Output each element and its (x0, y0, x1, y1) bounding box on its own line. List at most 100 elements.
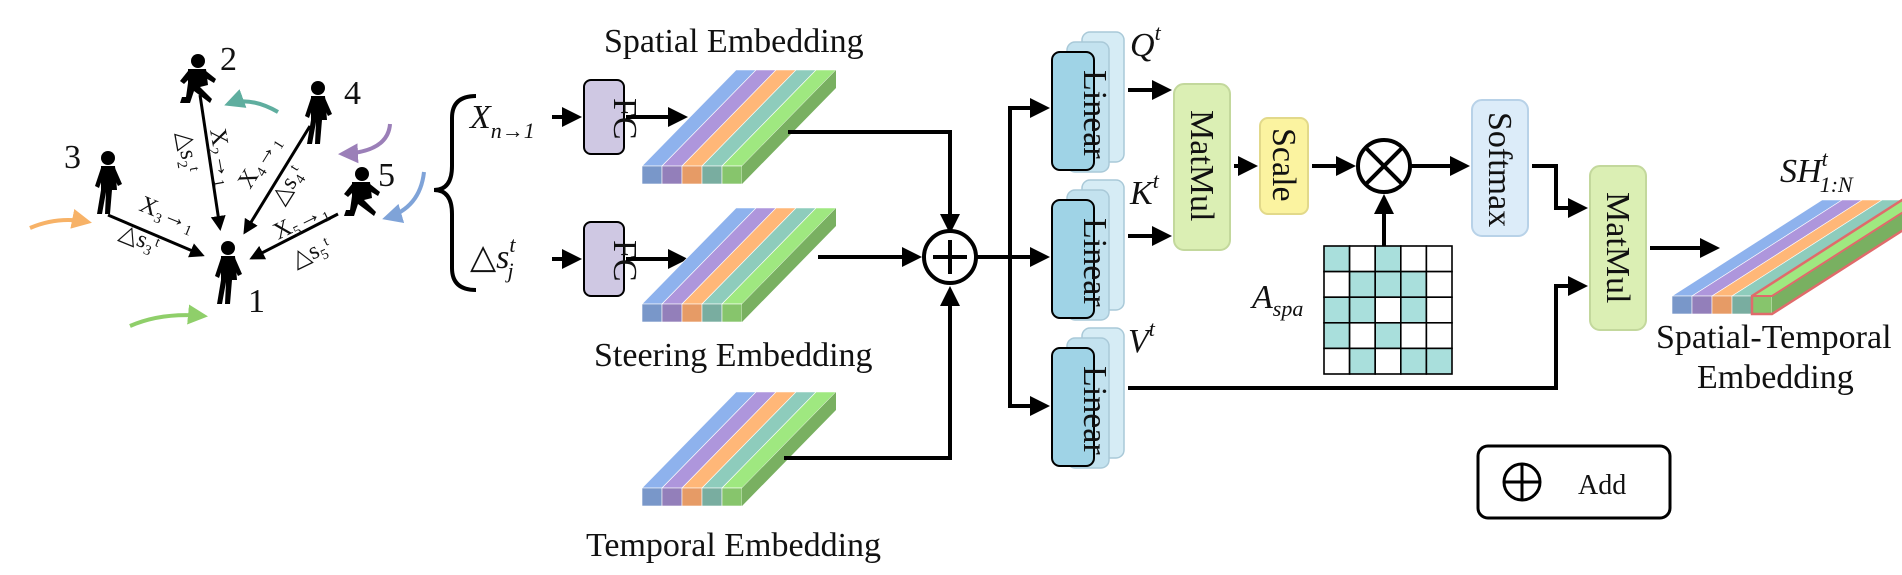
linear-block-q: Linear (1051, 31, 1125, 173)
edge-3-to-1 (107, 213, 205, 258)
tensor-stripe-front (1671, 295, 1693, 315)
tensor-stripe-front (721, 487, 743, 507)
svg-text:Scale: Scale (1265, 128, 1302, 202)
k-label: Kt (1129, 168, 1160, 212)
matrix-cell (1348, 296, 1376, 324)
svg-text:Linear: Linear (1076, 218, 1113, 307)
motion-arrow-5 (382, 171, 426, 224)
edge-5-to-1 (249, 212, 339, 260)
multiply-node (1356, 138, 1412, 194)
edge-4-to-1 (243, 125, 312, 235)
motion-arrow-2 (224, 89, 279, 114)
tensor-stripe-front (701, 165, 723, 185)
matrix-cell (1374, 296, 1402, 324)
tensor-stripe-front (721, 165, 743, 185)
pedestrian-id-2: 2 (220, 41, 237, 78)
linear-block-k: Linear (1051, 179, 1125, 321)
tensor-side-face (1772, 212, 1902, 314)
spatial-embedding-tensor (641, 69, 837, 185)
spatial-temporal-embedding-tensor (1670, 198, 1902, 316)
pedestrian-id-5: 5 (378, 157, 395, 194)
matrix-cell (1348, 270, 1376, 299)
pedestrian-id-3: 3 (64, 139, 81, 176)
tensor-stripe-front (701, 303, 723, 323)
scale-block: Scale (1259, 117, 1309, 215)
tensor-stripe-front (1691, 295, 1713, 315)
tensor-stripe-front (1751, 295, 1773, 315)
matrix-cell (1374, 321, 1402, 350)
add-legend-label: Add (1578, 470, 1626, 501)
svg-text:MatMul: MatMul (1183, 110, 1220, 221)
arrow-temporal-to-add (784, 286, 960, 460)
edge-label-s4: △s₄ᵗ (266, 160, 310, 209)
edge-label-s3: △s₃ᵗ (116, 219, 164, 259)
pedestrian-1-icon (215, 241, 242, 304)
temporal-embedding-label: Temporal Embedding (586, 527, 881, 564)
matrix-cell (1425, 347, 1453, 375)
pedestrian-2-icon (180, 54, 216, 103)
svg-text:Softmax: Softmax (1481, 112, 1518, 227)
matrix-cell (1323, 245, 1351, 273)
matrix-cell (1374, 347, 1402, 375)
input-brace (433, 94, 477, 292)
tensor-stripe-front (1731, 295, 1753, 315)
tensor-stripe-front (661, 487, 683, 507)
matrix-cell (1400, 270, 1428, 299)
branch-q (1008, 98, 1050, 257)
matrix-cell (1425, 270, 1453, 299)
svg-text:Linear: Linear (1076, 70, 1113, 159)
motion-arrow-3 (29, 209, 92, 230)
matrix-cell (1425, 321, 1453, 350)
matrix-cell (1400, 245, 1428, 273)
matrix-cell (1400, 296, 1428, 324)
matmul-block-2: MatMul (1589, 165, 1647, 331)
steering-embedding-tensor (641, 207, 837, 323)
matrix-cell (1323, 321, 1351, 350)
edge-label-s2: △s₂ᵗ (171, 130, 204, 175)
edge-2-to-1 (198, 94, 226, 231)
temporal-embedding-tensor (641, 391, 837, 507)
legend-add: Add (1476, 444, 1672, 520)
branch-v (1008, 257, 1050, 416)
motion-arrow-4 (338, 123, 392, 164)
pedestrian-5-icon (344, 167, 380, 216)
spatial-adjacency-matrix (1323, 245, 1453, 375)
pedestrian-id-4: 4 (344, 75, 361, 112)
matrix-cell (1425, 245, 1453, 273)
motion-arrow-1 (129, 304, 208, 328)
matrix-cell (1374, 270, 1402, 299)
input-x-n: Xn→1 (468, 99, 535, 143)
matrix-cell (1348, 321, 1376, 350)
output-label-line2: Embedding (1697, 359, 1854, 396)
tensor-side-face (742, 392, 836, 506)
tensor-side-face (742, 70, 836, 184)
aspa-label: Aspa (1250, 279, 1303, 321)
tensor-stripe-front (721, 303, 743, 323)
arrow-v-to-matmul2 (1128, 276, 1588, 390)
add-node (922, 229, 978, 285)
matrix-cell (1400, 347, 1428, 375)
matrix-cell (1425, 296, 1453, 324)
svg-text:Linear: Linear (1076, 366, 1113, 455)
steering-embedding-label: Steering Embedding (594, 337, 873, 374)
tensor-side-face (742, 208, 836, 322)
tensor-stripe-front (641, 487, 663, 507)
svg-text:MatMul: MatMul (1599, 192, 1636, 303)
v-label: Vt (1128, 316, 1156, 360)
matmul-block-1: MatMul (1173, 83, 1231, 251)
pedestrian-4-icon (305, 81, 332, 144)
tensor-stripe-front (681, 165, 703, 185)
q-label: Qt (1130, 20, 1162, 64)
pedestrian-scene: X₂→₁ △s₂ᵗ X₃→₁ △s₃ᵗ X₄→₁ △s₄ᵗ X₅→₁ △s₅ᵗ … (29, 41, 426, 328)
spatial-embedding-label: Spatial Embedding (604, 23, 864, 60)
tensor-stripe-front (641, 303, 663, 323)
tensor-stripe-front (641, 165, 663, 185)
output-label-line1: Spatial-Temporal (1656, 319, 1892, 356)
tensor-stripe-front (681, 303, 703, 323)
tensor-stripe-front (661, 165, 683, 185)
tensor-stripe-front (661, 303, 683, 323)
matrix-cell (1400, 321, 1428, 350)
tensor-highlight-edge (1752, 211, 1902, 297)
